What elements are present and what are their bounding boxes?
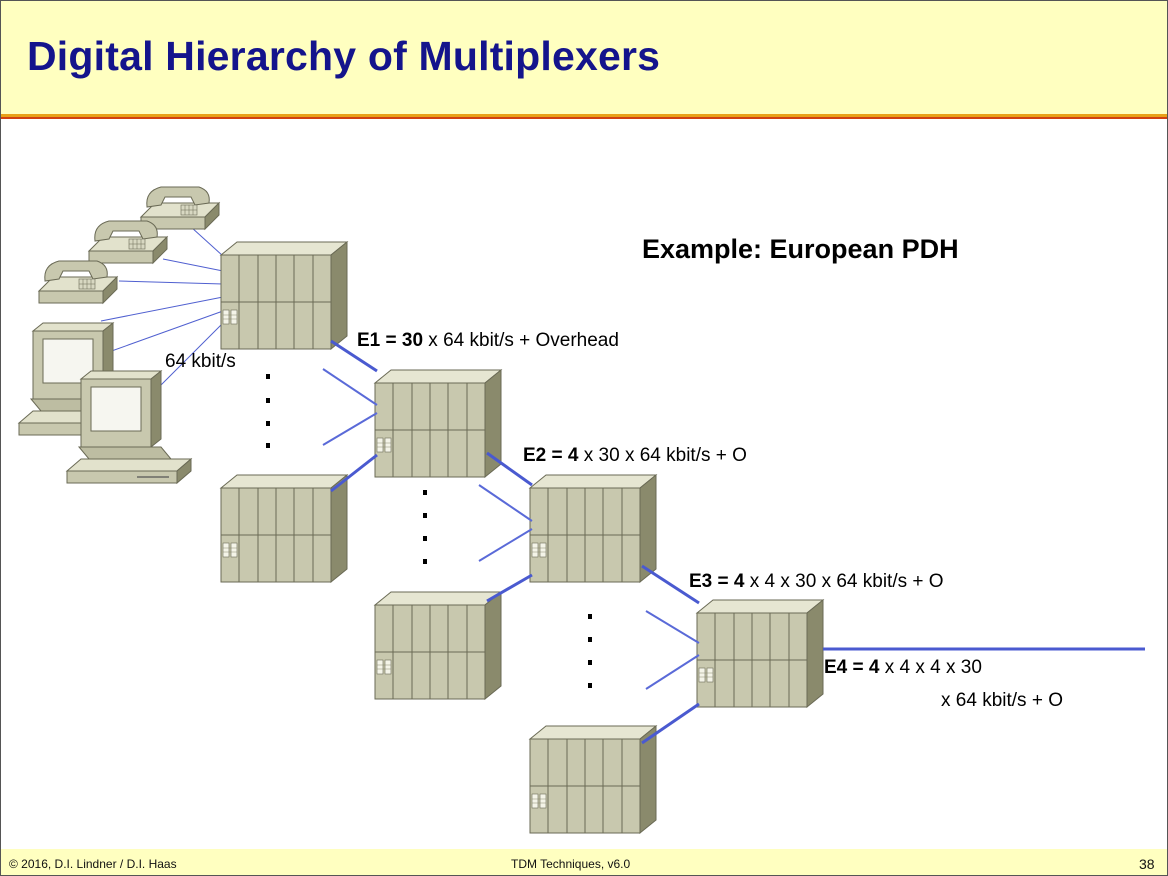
level-e3-name: E3 = 4 (689, 571, 745, 592)
multiplexer-icon (529, 474, 657, 583)
level-e1-formula: x 64 kbit/s + Overhead (423, 330, 619, 351)
footer-course-title: TDM Techniques, v6.0 (511, 857, 631, 871)
subscriber-links (100, 226, 224, 396)
multiplexer-icon (220, 474, 348, 583)
level-e4-formula: x 4 x 4 x 30 (879, 657, 982, 678)
multiplexer-icon (696, 599, 824, 708)
multiplexer-icon (374, 591, 502, 700)
level-e3-formula: x 4 x 30 x 64 kbit/s + O (744, 571, 944, 592)
level-e1-label: E1 = 30 x 64 kbit/s + Overhead (357, 330, 619, 352)
example-heading: Example: European PDH (642, 234, 959, 264)
level-e2-label: E2 = 4 x 30 x 64 kbit/s + O (523, 445, 747, 467)
level-e4-label: E4 = 4 x 4 x 4 x 30 (824, 657, 982, 679)
trunk-links (330, 339, 1145, 745)
telephone-icon (88, 220, 168, 264)
header-divider-accent (1, 117, 1167, 119)
level-e2-formula: x 30 x 64 kbit/s + O (578, 445, 747, 466)
level-e3-label: E3 = 4 x 4 x 30 x 64 kbit/s + O (689, 571, 944, 593)
input-links (322, 368, 700, 690)
header-band: Digital Hierarchy of Multiplexers (1, 1, 1167, 114)
header-divider (1, 114, 1167, 117)
rate-label: 64 kbit/s (165, 351, 236, 372)
multiplexer-icon (220, 241, 348, 350)
page-title: Digital Hierarchy of Multiplexers (27, 33, 661, 79)
telephone-icon (140, 186, 220, 230)
multiplexer-icon (529, 725, 657, 834)
level-e2-name: E2 = 4 (523, 445, 579, 466)
page-number: 38 (1139, 856, 1155, 872)
workstation-icon (66, 370, 192, 484)
level-e4-name: E4 = 4 (824, 657, 880, 678)
multiplexer-icon (374, 369, 502, 478)
telephone-icon (38, 260, 118, 304)
pdh-diagram (18, 186, 1145, 834)
footer-band: © 2016, D.I. Lindner / D.I. Haas TDM Tec… (1, 849, 1167, 875)
footer-copyright: © 2016, D.I. Lindner / D.I. Haas (9, 857, 177, 871)
level-e1-name: E1 = 30 (357, 330, 424, 351)
level-e4-formula-line2: x 64 kbit/s + O (941, 690, 1063, 711)
ellipsis-dots (266, 374, 592, 688)
